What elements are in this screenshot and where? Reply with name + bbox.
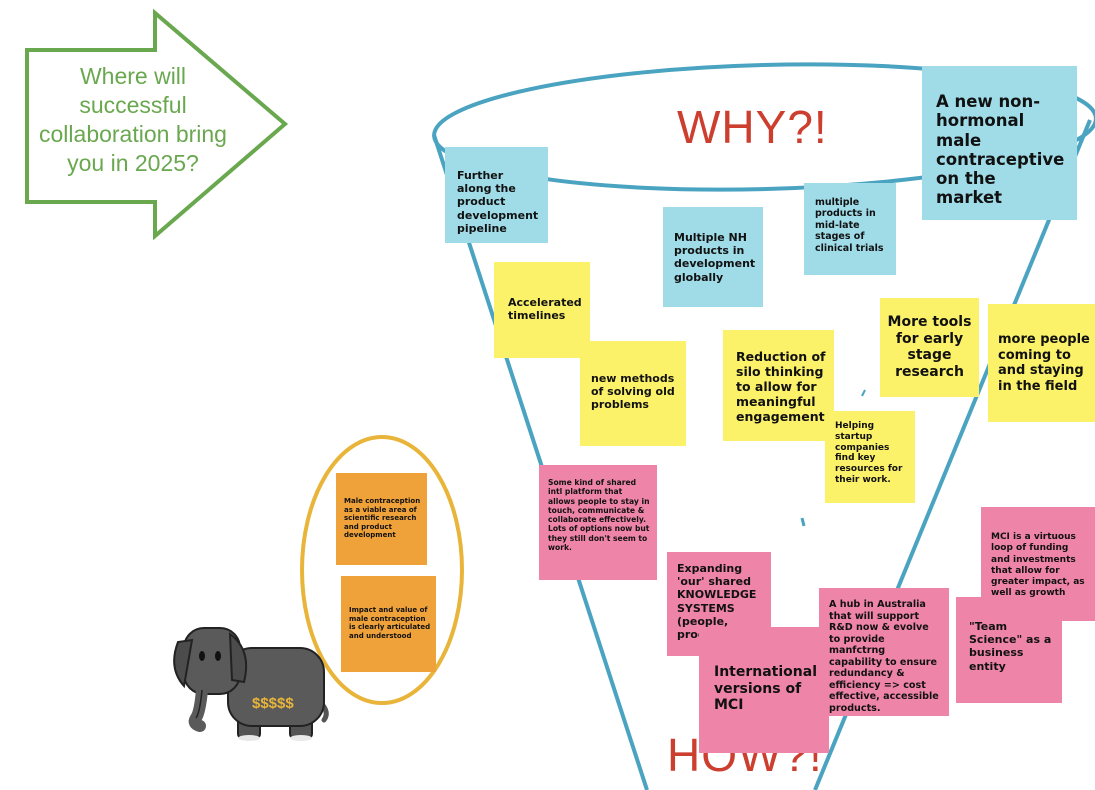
note-accelerated[interactable]: Accelerated timelines: [494, 262, 590, 358]
note-new-nonhormonal[interactable]: A new non-hormonal male contraceptive on…: [922, 66, 1077, 220]
note-more-tools[interactable]: More tools for early stage research: [880, 298, 979, 397]
note-new-methods[interactable]: new methods of solving old problems: [580, 341, 686, 446]
orange-notes-ellipse: [300, 435, 464, 705]
note-further-along[interactable]: Further along the product development pi…: [445, 147, 548, 243]
elephant-icon: $$$$$: [173, 627, 329, 741]
note-hub-australia[interactable]: A hub in Australia that will support R&D…: [819, 588, 949, 716]
elephant-money-label: $$$$$: [252, 695, 294, 712]
note-male-contraception[interactable]: Male contraception as a viable area of s…: [336, 473, 427, 565]
callout-arrow-text: Where will successful collaboration brin…: [39, 63, 227, 176]
funnel-tick-mark: [800, 517, 806, 527]
note-impact-value[interactable]: Impact and value of male contraception i…: [341, 576, 436, 672]
callout-arrow: [25, 8, 289, 241]
funnel-left-side: [432, 134, 649, 790]
note-reduction-silo[interactable]: Reduction of silo thinking to allow for …: [723, 330, 834, 441]
why-label: WHY?!: [677, 101, 828, 153]
note-team-science[interactable]: "Team Science" as a business entity: [956, 597, 1062, 703]
funnel-tick-mark: [861, 389, 866, 397]
note-multiple-products[interactable]: multiple products in mid-late stages of …: [804, 183, 896, 275]
note-international-versions[interactable]: International versions of MCI: [699, 627, 829, 753]
note-multiple-nh[interactable]: Multiple NH products in development glob…: [663, 207, 763, 307]
note-shared-platform[interactable]: Some kind of shared intl platform that a…: [539, 465, 657, 580]
note-helping-startup[interactable]: Helping startup companies find key resou…: [825, 411, 915, 503]
note-more-people[interactable]: more people coming to and staying in the…: [988, 304, 1095, 422]
